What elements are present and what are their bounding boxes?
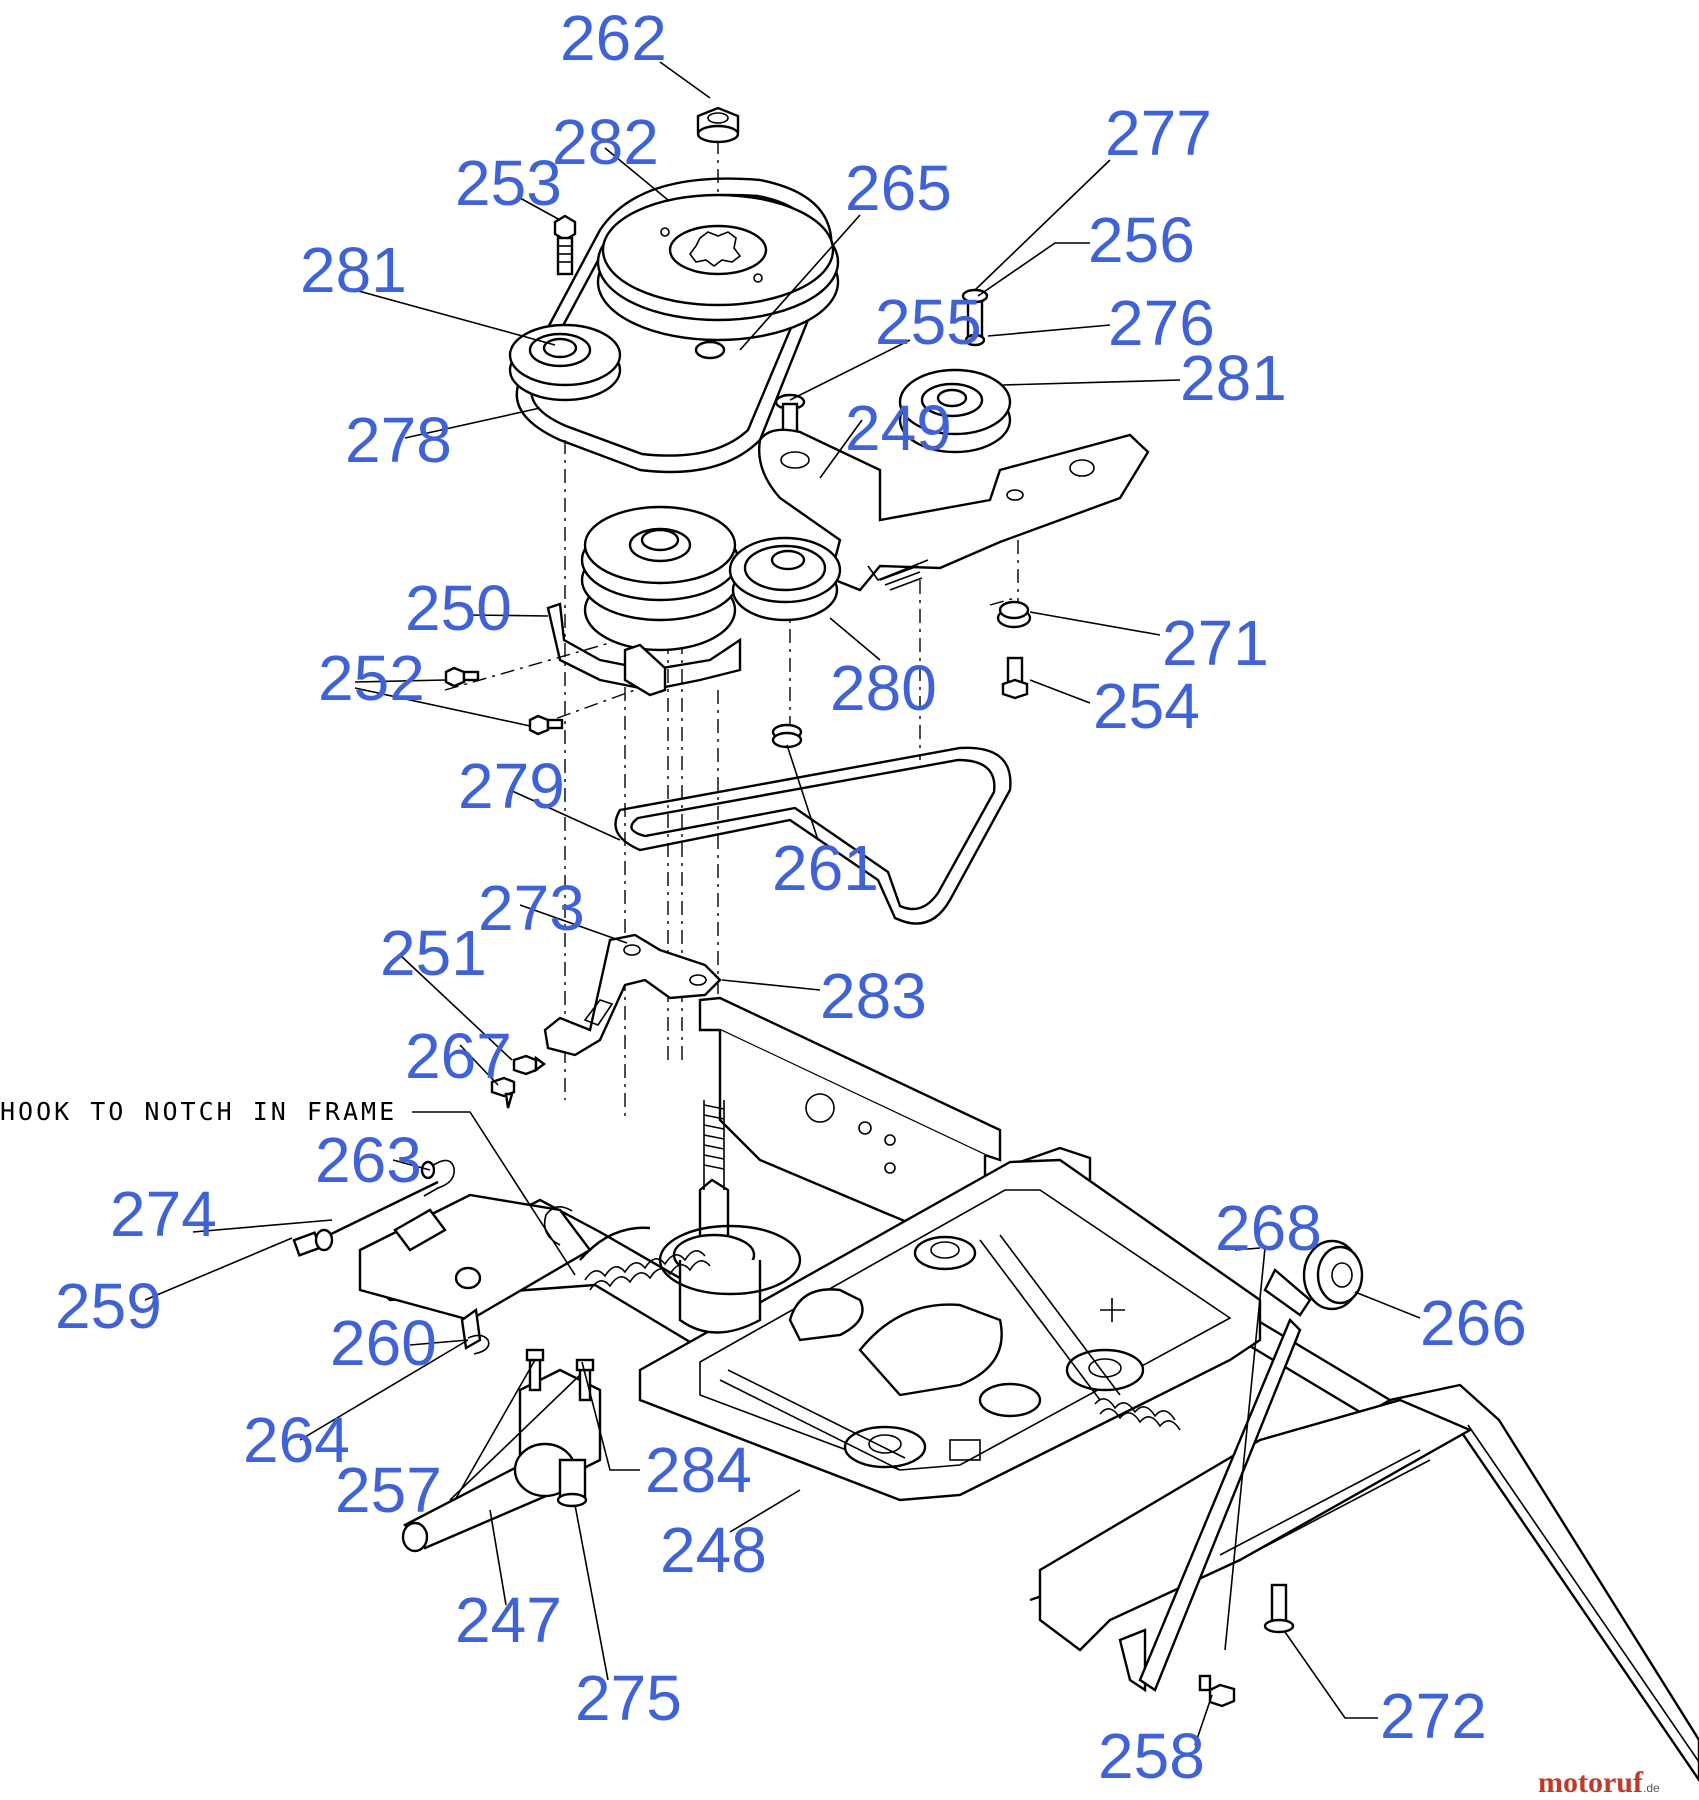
callout-254: 254 <box>1093 670 1200 742</box>
lift-bracket-260 <box>358 1193 592 1350</box>
idler-pulley-left <box>508 323 622 402</box>
engine-spindle-assembly <box>579 1100 802 1334</box>
callout-labels: 262 282 253 265 277 256 281 255 276 281 … <box>55 2 1527 1792</box>
hex-bolt-253 <box>553 214 577 276</box>
callout-266: 266 <box>1420 1287 1527 1359</box>
adjuster-259 <box>292 1228 334 1257</box>
callout-277: 277 <box>1105 97 1212 169</box>
callout-253: 253 <box>455 147 562 219</box>
assembly-note: HOOK TO NOTCH IN FRAME <box>0 1097 397 1126</box>
clip-264 <box>467 1334 490 1355</box>
callout-261: 261 <box>772 832 879 904</box>
callout-274: 274 <box>110 1178 217 1250</box>
callout-250: 250 <box>405 572 512 644</box>
callout-281-left: 281 <box>300 234 407 306</box>
callout-273: 273 <box>478 872 585 944</box>
callout-262: 262 <box>560 2 667 74</box>
rod-274 <box>324 1180 439 1239</box>
callout-275: 275 <box>575 1662 682 1734</box>
callout-247: 247 <box>455 1584 562 1656</box>
leader-lines <box>144 61 1421 1746</box>
watermark-logo: motoruf.de <box>1538 1766 1660 1799</box>
callout-284: 284 <box>645 1434 752 1506</box>
idler-pulley-280 <box>728 536 842 622</box>
hairpin-263 <box>420 1159 455 1197</box>
double-pulley <box>546 505 742 697</box>
washer-261 <box>771 723 803 749</box>
callout-260: 260 <box>330 1307 437 1379</box>
callout-255: 255 <box>875 286 982 358</box>
hex-bolts-252 <box>444 666 564 736</box>
large-pulley <box>596 193 840 360</box>
callout-259: 259 <box>55 1270 162 1342</box>
callout-268: 268 <box>1215 1192 1322 1264</box>
note-hook-to-notch: HOOK TO NOTCH IN FRAME <box>0 1097 397 1126</box>
idler-pulley-right <box>898 368 1012 454</box>
hex-nut-271 <box>996 600 1032 629</box>
callout-248: 248 <box>660 1514 767 1586</box>
idler-arm <box>758 428 1150 592</box>
bolt-272 <box>1263 1583 1295 1634</box>
callout-282: 282 <box>552 106 659 178</box>
callout-256: 256 <box>1088 204 1195 276</box>
handle-knob <box>1302 1239 1364 1311</box>
callout-257: 257 <box>335 1454 442 1526</box>
bolts-251-267 <box>490 1054 546 1109</box>
callout-249: 249 <box>845 392 952 464</box>
nut-258 <box>1198 1674 1236 1708</box>
watermark-brand: motoruf.de <box>1538 1766 1660 1799</box>
callout-278: 278 <box>345 404 452 476</box>
callout-258: 258 <box>1098 1720 1205 1792</box>
callout-280: 280 <box>830 652 937 724</box>
flange-nut <box>696 106 740 144</box>
spindle-275 <box>556 1458 588 1508</box>
callout-265: 265 <box>845 152 952 224</box>
mower-deck-plate <box>638 1158 1262 1502</box>
hex-bolt-254 <box>1001 656 1029 700</box>
callout-276: 276 <box>1108 287 1215 359</box>
callout-264: 264 <box>243 1404 350 1476</box>
belt-guide-bracket <box>543 933 722 1057</box>
callout-252: 252 <box>318 642 425 714</box>
lift-rod <box>1138 1268 1312 1692</box>
callout-263: 263 <box>315 1124 422 1196</box>
callout-267: 267 <box>405 1020 512 1092</box>
callout-283: 283 <box>820 960 927 1032</box>
tension-spring <box>584 1250 1181 1431</box>
callout-281-right: 281 <box>1180 342 1287 414</box>
callout-271: 271 <box>1162 607 1269 679</box>
callout-251: 251 <box>380 917 487 989</box>
callout-272: 272 <box>1380 1680 1487 1752</box>
lower-drive-belt <box>614 746 1012 925</box>
callout-279: 279 <box>458 750 565 822</box>
